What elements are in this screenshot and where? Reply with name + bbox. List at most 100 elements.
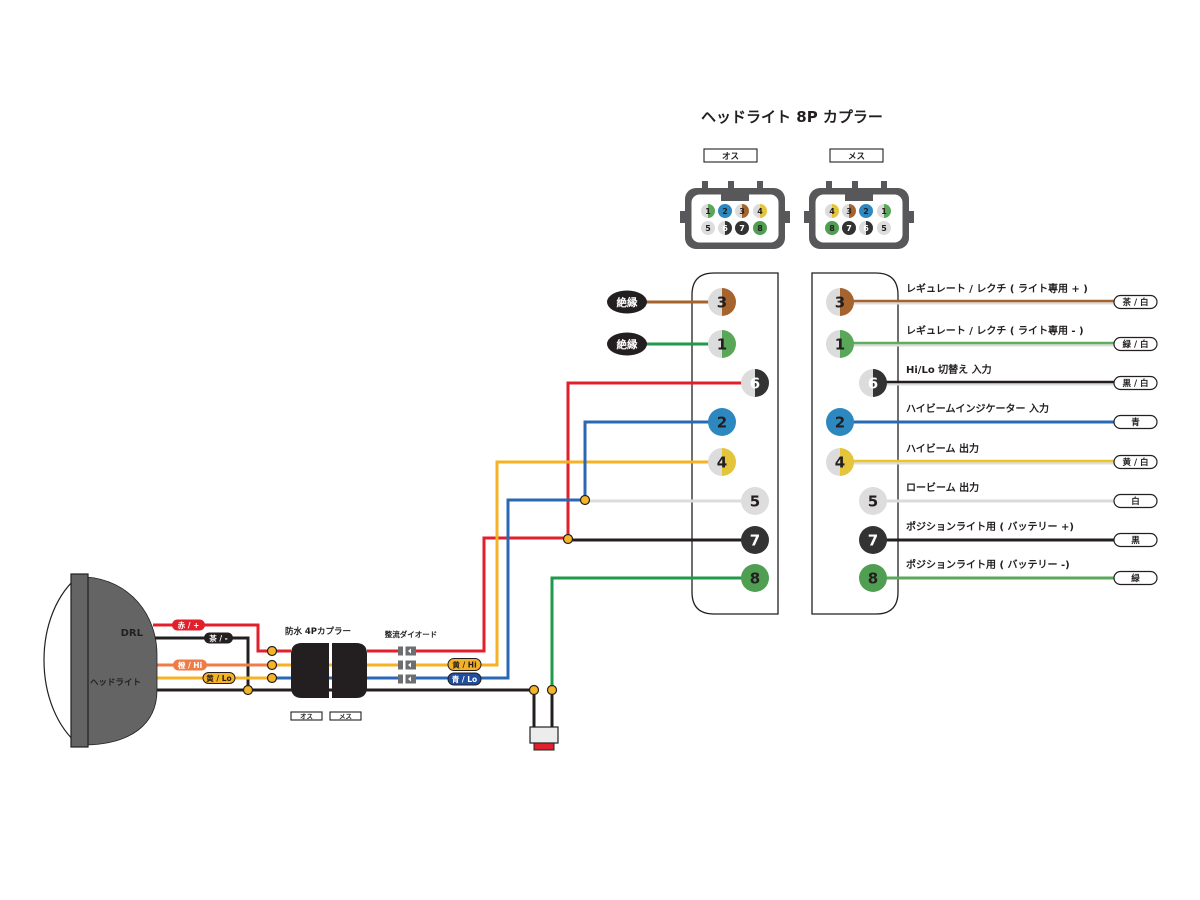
pin-number: 1 xyxy=(705,207,711,216)
insulated-badge-label: 絶縁 xyxy=(617,338,638,351)
pin-number: 6 xyxy=(722,224,728,233)
wire-color-tag xyxy=(1113,532,1158,548)
coupler-male-tag-box xyxy=(290,711,323,721)
pin-number: 1 xyxy=(835,335,845,353)
ground-terminal xyxy=(529,726,559,751)
wire-tag-label: 茶 / - xyxy=(208,633,228,643)
pin-number: 5 xyxy=(750,492,760,510)
circuit-wire-6 xyxy=(873,380,1114,386)
pin-stripe-half xyxy=(826,288,840,316)
junction-dot xyxy=(266,659,278,671)
pin-body xyxy=(741,526,769,554)
pin-body xyxy=(877,221,891,235)
wire-color-label: 黄 / 白 xyxy=(1122,457,1148,468)
pin-color-half xyxy=(884,204,891,218)
pin-number: 6 xyxy=(750,374,760,392)
housing-top-tab xyxy=(702,181,708,193)
wire-tag-orange-hi: 橙 / Hi xyxy=(173,659,207,671)
wire-color-label: 白 xyxy=(1131,496,1140,507)
pin-number: 5 xyxy=(868,492,878,510)
pin-body xyxy=(701,221,715,235)
pin-number: 7 xyxy=(868,531,878,549)
pin-8: 8 xyxy=(825,221,839,235)
pin-6: 6 xyxy=(718,221,732,235)
pin-body xyxy=(741,487,769,515)
pin-stripe-half xyxy=(859,221,866,235)
pin-2: 2 xyxy=(859,204,873,218)
pin-stripe-half xyxy=(826,330,840,358)
wire-color-tag xyxy=(1113,294,1158,310)
pin-number: 8 xyxy=(829,224,835,233)
pin-6: 6 xyxy=(859,369,887,397)
output-tag-label: 黄 / Hi xyxy=(452,660,476,670)
wire-color-label: 青 xyxy=(1131,417,1140,428)
pin-stripe-half xyxy=(825,204,832,218)
diode-body xyxy=(398,674,416,684)
wire-color-tag xyxy=(1113,454,1158,470)
male-side-pin-block xyxy=(691,272,779,615)
pin-2: 2 xyxy=(718,204,732,218)
pin-color-half xyxy=(722,288,736,316)
pin-color-half xyxy=(760,204,767,218)
pin-number: 3 xyxy=(835,293,845,311)
pin-8: 8 xyxy=(753,221,767,235)
junction-dot xyxy=(579,494,591,506)
circuit-function: ポジションライト用 ( バッテリー -) xyxy=(906,558,1070,571)
pin-stripe-half xyxy=(753,204,760,218)
pin-1: 1 xyxy=(877,204,891,218)
pin-number: 8 xyxy=(868,569,878,587)
pin-body xyxy=(718,204,732,218)
coupler-female-tag: メス xyxy=(339,713,352,721)
diode-band xyxy=(403,646,406,656)
pin-color-half xyxy=(849,204,856,218)
female-tag-label: メス xyxy=(848,152,865,162)
pin-8: 8 xyxy=(741,564,769,592)
housing-top-tab xyxy=(826,181,832,193)
pin-stripe-half xyxy=(701,204,708,218)
pin-3: 3 xyxy=(842,204,856,218)
drl-label: DRL xyxy=(121,628,144,639)
wire-tag-label: 赤 / + xyxy=(178,620,200,630)
pin-body xyxy=(859,564,887,592)
pin-number: 1 xyxy=(717,335,727,353)
waterproof-coupler-title: 防水 4Pカプラー xyxy=(285,626,351,637)
pin-8: 8 xyxy=(859,564,887,592)
pin-1: 1 xyxy=(826,330,854,358)
pin-color-half xyxy=(755,369,769,397)
pin-color-half xyxy=(840,448,854,476)
circuit-label-2: ハイビームインジケーター 入力青 xyxy=(906,402,1158,430)
circuit-wire-3 xyxy=(840,299,1114,305)
pin-number: 3 xyxy=(846,207,852,216)
waterproof-4p-coupler: 防水 4Pカプラー オス メス xyxy=(285,626,367,721)
diode-body xyxy=(398,646,416,656)
headlight: DRL ヘッドライト xyxy=(43,573,158,748)
male-tag: オス xyxy=(703,148,758,163)
wire-green-to-pin-8 xyxy=(550,576,755,690)
circuit-label-8: ポジションライト用 ( バッテリー -)緑 xyxy=(906,558,1158,586)
pin-4: 4 xyxy=(753,204,767,218)
insulated-badge-pin-3: 絶縁 xyxy=(607,290,647,314)
pin-color-half xyxy=(722,330,736,358)
pin-body xyxy=(859,204,873,218)
pin-body xyxy=(826,408,854,436)
wire-color-tag xyxy=(1113,336,1158,352)
female-tag-box xyxy=(829,148,884,163)
coupler-female-half xyxy=(332,643,367,698)
wire-tag-shape xyxy=(204,632,233,644)
pin-color-half xyxy=(873,369,887,397)
wire-tag-red-plus: 赤 / + xyxy=(172,619,205,631)
pin-stripe-half xyxy=(877,204,884,218)
circuit-label-5: ロービーム 出力白 xyxy=(906,481,1158,509)
insulated-badge-label: 絶縁 xyxy=(617,296,638,309)
circuit-label-6: Hi/Lo 切替え 入力黒 / 白 xyxy=(906,363,1158,391)
pin-number: 4 xyxy=(717,453,727,471)
pin-number: 3 xyxy=(717,293,727,311)
pin-number: 1 xyxy=(881,207,887,216)
pin-7: 7 xyxy=(735,221,749,235)
output-tag-shape xyxy=(447,672,482,686)
